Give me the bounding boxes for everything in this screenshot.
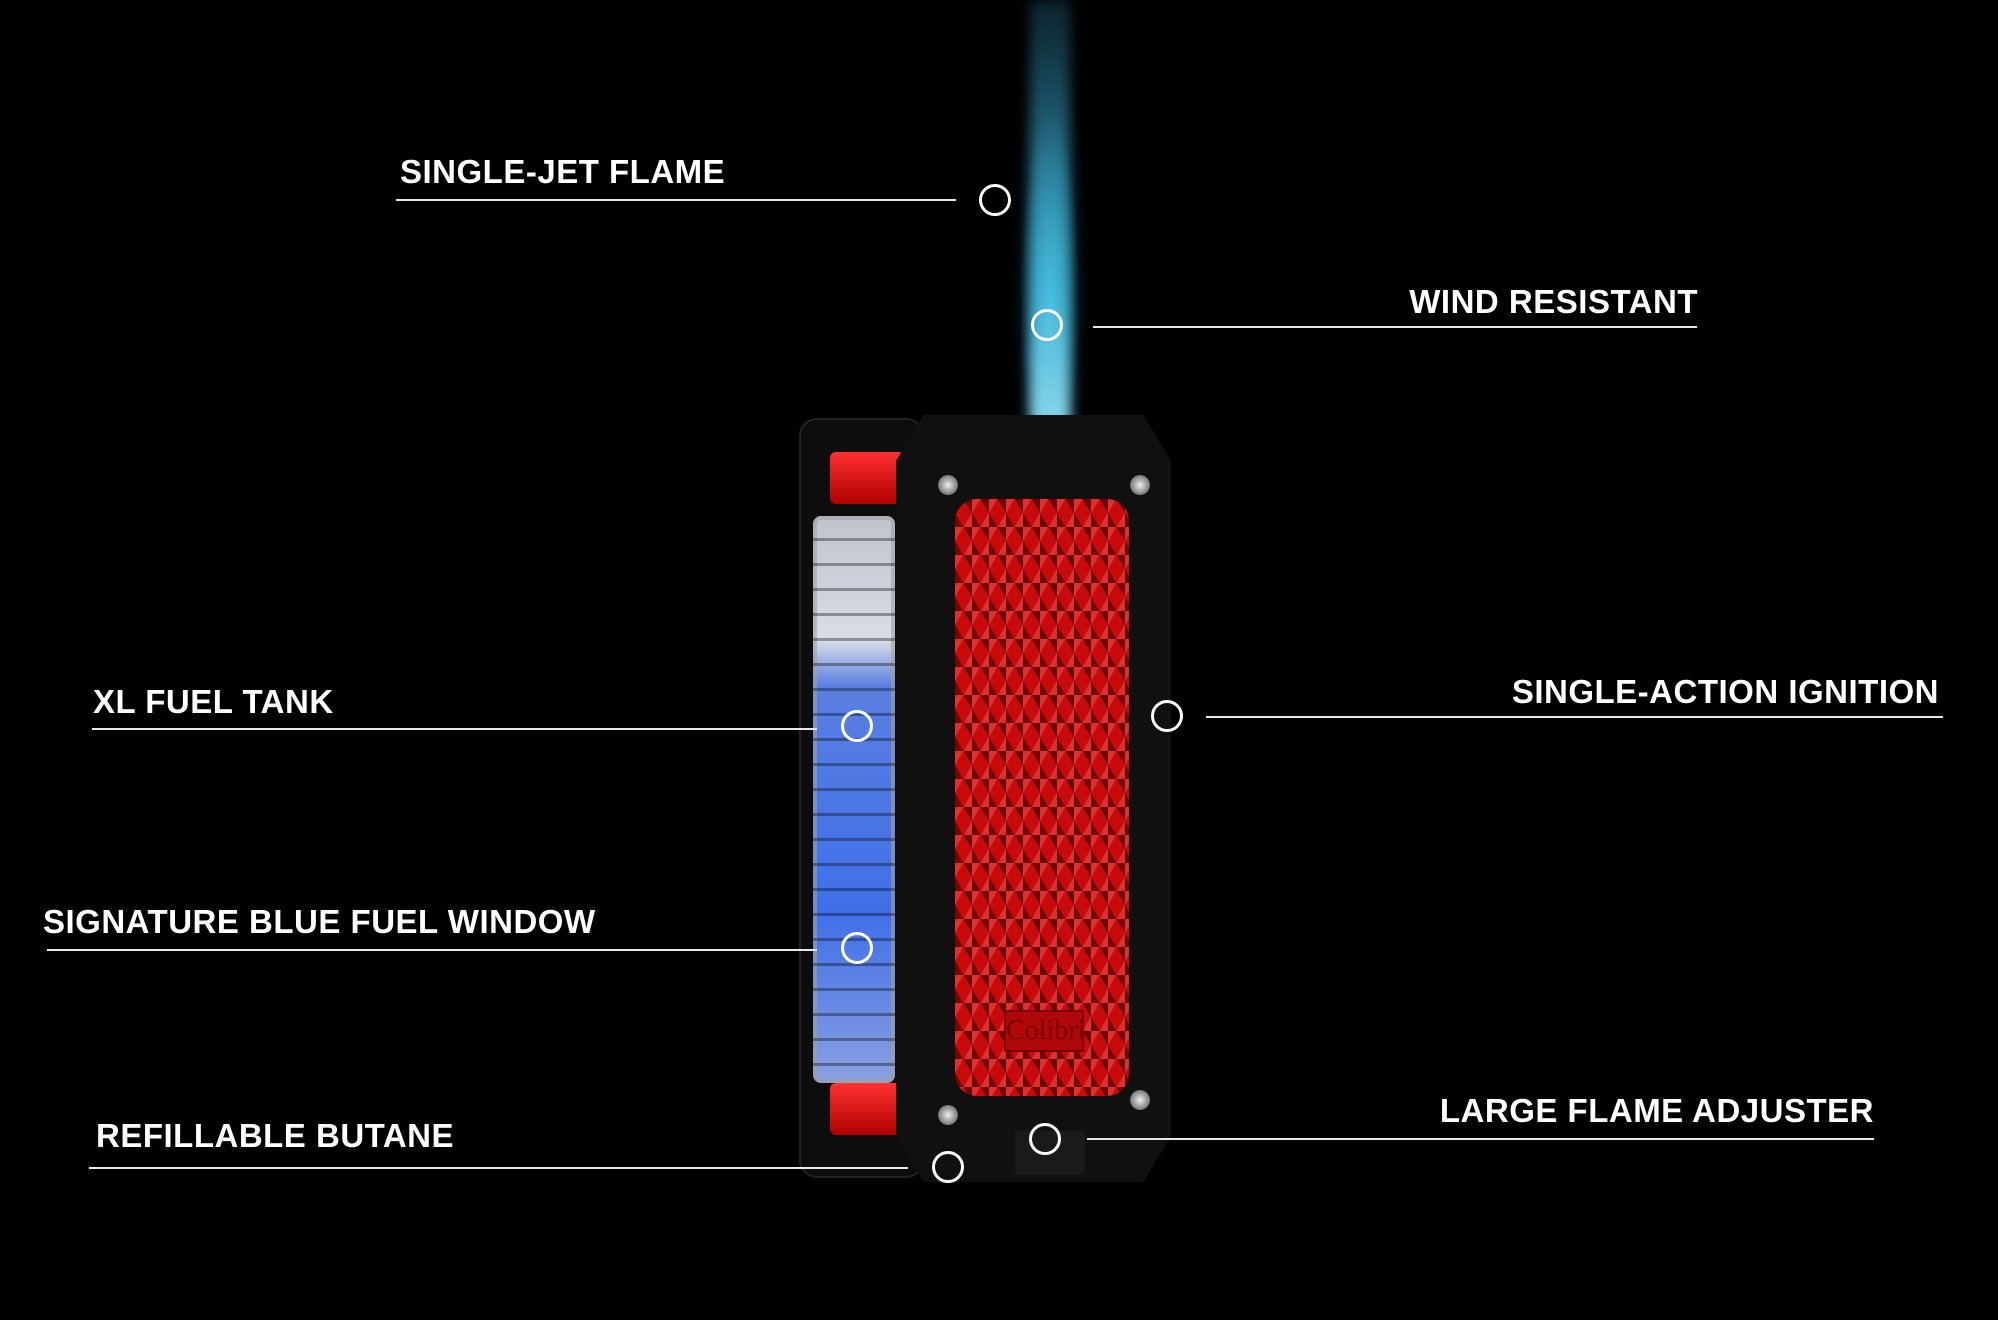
callout-label-large-flame-adjuster: LARGE FLAME ADJUSTER bbox=[1439, 1092, 1874, 1129]
callout-label-refillable-butane: REFILLABLE BUTANE bbox=[96, 1117, 455, 1154]
callout-label-single-action-ignition: SINGLE-ACTION IGNITION bbox=[1511, 673, 1939, 710]
bottom-red-cap bbox=[830, 1083, 905, 1135]
hotspot-circle-icon[interactable] bbox=[1029, 1123, 1061, 1155]
hotspot-circle-icon[interactable] bbox=[979, 184, 1011, 216]
callout-label-wind-resistant: WIND RESISTANT bbox=[1409, 283, 1698, 320]
hotspot-circle-icon[interactable] bbox=[841, 932, 873, 964]
top-red-cap bbox=[830, 452, 905, 504]
callout-line bbox=[396, 199, 956, 201]
hotspot-circle-icon[interactable] bbox=[1031, 309, 1063, 341]
knurled-red-panel bbox=[955, 499, 1129, 1096]
hotspot-circle-icon[interactable] bbox=[1151, 700, 1183, 732]
callout-line bbox=[89, 1167, 908, 1169]
callout-label-signature-blue-fuel-window: SIGNATURE BLUE FUEL WINDOW bbox=[43, 903, 596, 940]
callout-line bbox=[47, 949, 817, 951]
callout-line bbox=[1206, 716, 1943, 718]
screw-icon bbox=[1130, 475, 1150, 495]
hotspot-circle-icon[interactable] bbox=[841, 710, 873, 742]
jet-flame-core bbox=[1030, 0, 1070, 425]
brand-logo: Colibri bbox=[1004, 1010, 1085, 1052]
callout-line bbox=[92, 728, 817, 730]
callout-label-single-jet-flame: SINGLE-JET FLAME bbox=[400, 153, 726, 190]
fuel-window bbox=[813, 516, 895, 1083]
callout-line bbox=[1093, 326, 1697, 328]
screw-icon bbox=[1130, 1090, 1150, 1110]
callout-line bbox=[1087, 1138, 1874, 1140]
screw-icon bbox=[938, 475, 958, 495]
hotspot-circle-icon[interactable] bbox=[932, 1151, 964, 1183]
screw-icon bbox=[938, 1105, 958, 1125]
callout-label-xl-fuel-tank: XL FUEL TANK bbox=[93, 683, 334, 720]
